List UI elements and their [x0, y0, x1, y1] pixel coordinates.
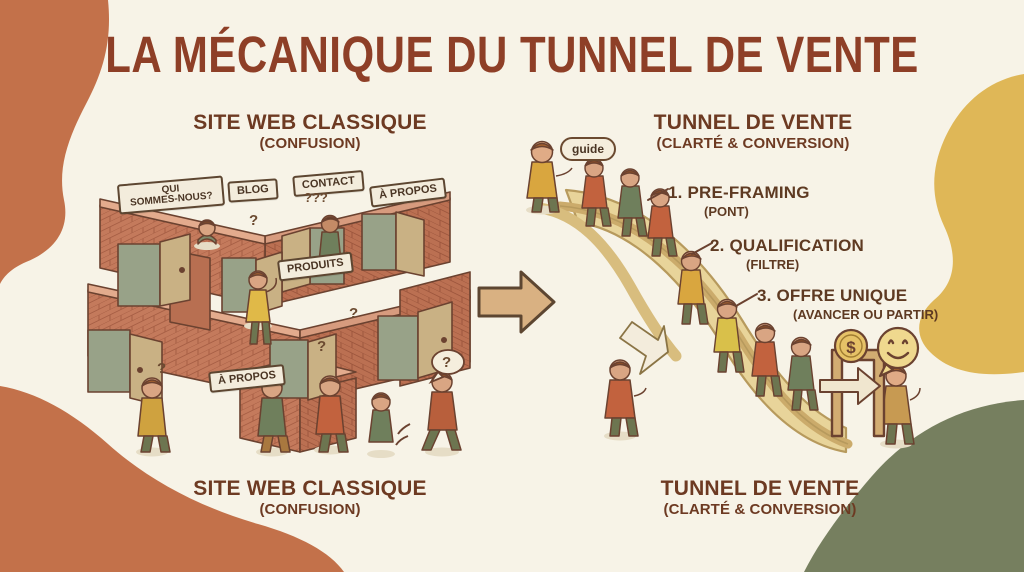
right-section-header: TUNNEL DE VENTE (CLARTÉ & CONVERSION) [608, 111, 898, 153]
left-caption-line2: (CONFUSION) [259, 501, 361, 519]
page-title: LA MÉCANIQUE DU TUNNEL DE VENTE [105, 25, 919, 83]
left-header-line1: SITE WEB CLASSIQUE [193, 111, 427, 134]
svg-text:$: $ [846, 338, 856, 357]
maze-door-opening [377, 315, 419, 381]
funnel-people [526, 140, 921, 449]
step-leader-lines [647, 188, 758, 307]
maze-sign-blog: BLOG [227, 178, 279, 203]
question-mark-5: ? [442, 354, 452, 371]
step-1-title: 1. PRE-FRAMING [668, 183, 810, 202]
right-caption-line1: TUNNEL DE VENTE [660, 477, 860, 500]
guide-person [526, 140, 573, 215]
exit-door-arrow-icon [819, 348, 886, 438]
funnel-step-3: 3. OFFRE UNIQUE (AVANCER OU PARTIR) [757, 286, 938, 322]
smiley-face-icon [876, 326, 920, 378]
maze-door-opening [87, 329, 131, 393]
step-2-subtitle: (FILTRE) [746, 257, 800, 272]
blob-bottom-left [0, 386, 344, 572]
person-converted [880, 365, 921, 449]
question-mark-1: ? [249, 212, 259, 229]
right-bottom-caption: TUNNEL DE VENTE (CLARTÉ & CONVERSION) [605, 477, 915, 519]
question-bubbles [428, 349, 465, 385]
right-header-line1: TUNNEL DE VENTE [653, 111, 853, 134]
maze-door [395, 211, 425, 277]
funnel-step-2: 2. QUALIFICATION (FILTRE) [710, 236, 864, 272]
blob-top-left [0, 0, 110, 284]
question-bubble [431, 349, 465, 375]
right-caption-line2: (CLARTÉ & CONVERSION) [663, 501, 857, 519]
blob-right-gold [919, 74, 1024, 375]
person-exiting [604, 359, 647, 441]
blob-bottom-right-olive [804, 400, 1024, 572]
left-caption-line1: SITE WEB CLASSIQUE [193, 477, 427, 500]
maze-door [159, 233, 191, 307]
step-1-subtitle: (PONT) [704, 204, 749, 219]
question-mark-4: ? [157, 360, 167, 377]
question-mark-3: ? [317, 338, 327, 355]
question-mark-triple: ??? [304, 190, 328, 205]
left-header-line2: (CONFUSION) [259, 135, 361, 153]
step-3-title: 3. OFFRE UNIQUE [757, 286, 908, 305]
door-knob [137, 366, 144, 373]
right-header-line2: (CLARTÉ & CONVERSION) [656, 135, 850, 153]
right-arrow-icon [477, 270, 556, 334]
guide-speech-bubble: guide [560, 137, 616, 161]
question-mark-2: ? [349, 305, 359, 322]
left-section-header: SITE WEB CLASSIQUE (CONFUSION) [160, 111, 460, 153]
left-bottom-caption: SITE WEB CLASSIQUE (CONFUSION) [150, 477, 470, 519]
door-knob [179, 266, 186, 273]
step-3-subtitle: (AVANCER OU PARTIR) [793, 307, 939, 322]
funnel-step-1: 1. PRE-FRAMING (PONT) [668, 183, 810, 219]
step-2-title: 2. QUALIFICATION [710, 236, 864, 255]
dollar-coin-icon: $ [833, 328, 869, 364]
maze-door-opening [117, 243, 161, 307]
funnel-exit-arrow-icon [619, 321, 669, 375]
door-knob [440, 336, 447, 343]
